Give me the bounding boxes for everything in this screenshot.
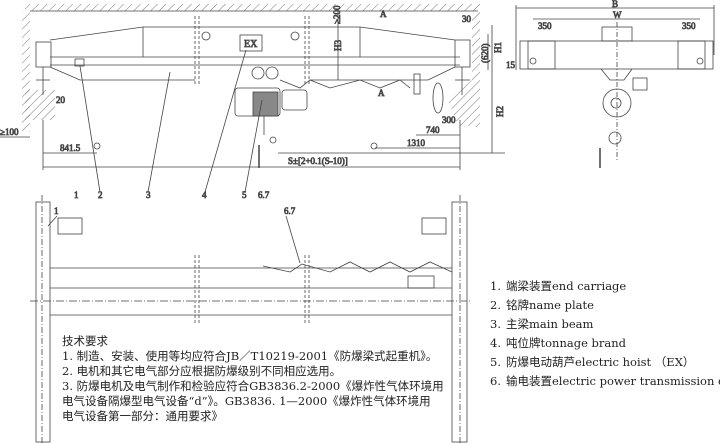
legend-num: 1. <box>490 279 501 293</box>
legend-num: 6. <box>490 374 501 388</box>
side-view <box>515 5 715 168</box>
section-a-top: A <box>380 9 387 19</box>
legend-num: 2. <box>490 298 501 312</box>
legend-label: 防爆电动葫芦electric hoist （EX） <box>506 355 695 369</box>
hook-left <box>93 142 101 150</box>
parts-legend: 1. 端梁装置end carriage 2. 铭牌name plate 3. 主梁ma… <box>490 277 720 391</box>
travel-motor-right <box>421 217 447 235</box>
end-carriage-left <box>35 41 52 68</box>
tonnage-brand <box>239 34 263 52</box>
legend-item: 2. 铭牌name plate <box>490 296 720 315</box>
dim-h3: H3 <box>333 40 343 51</box>
legend-num: 5. <box>490 355 501 369</box>
power-cable-festoon <box>279 79 411 89</box>
conductor-collector <box>413 73 444 114</box>
hook-right <box>370 142 378 150</box>
right-wall-hatch <box>472 12 480 127</box>
dim-15: 15 <box>506 60 516 70</box>
travel-motor-left <box>57 217 83 235</box>
technical-requirements: 技术要求 1. 制造、安装、使用等均应符合JB／T10219-2001《防爆梁式… <box>62 334 444 424</box>
callout-4: 4 <box>202 190 207 200</box>
plan-view <box>30 195 472 444</box>
ceiling-hatch <box>25 4 480 11</box>
tech-line: 3. 防爆电机及电气制作和检验应符合GB3836.2-2000《爆炸性气体环境用 <box>62 379 444 393</box>
callout-1: 1 <box>74 190 79 200</box>
lug-left <box>201 31 211 41</box>
dim-100: ≥100 <box>0 127 19 137</box>
left-rail-support-hatch <box>25 90 55 120</box>
tech-line: 2. 电机和其它电气部分应根据防爆级别不同相应选用。 <box>62 364 342 378</box>
electric-hoist <box>234 66 308 168</box>
dim-w: W <box>613 10 622 20</box>
legend-label: 输电装置electric power transmission device <box>506 374 720 388</box>
tech-line: 电气设备隔爆型电气设备“d”》。GB3836. 1—2000《爆炸性气体环境用 <box>62 394 431 408</box>
right-rail-support-hatch <box>448 80 472 126</box>
legend-item: 1. 端梁装置end carriage <box>490 277 720 296</box>
dim-740: 740 <box>426 125 440 135</box>
tech-title: 技术要求 <box>62 334 108 348</box>
front-elevation: EX <box>0 4 505 200</box>
tech-line: 1. 制造、安装、使用等均应符合JB／T10219-2001《防爆梁式起重机》。 <box>62 349 438 363</box>
section-a-bottom: A <box>378 88 385 98</box>
legend-item: 5. 防爆电动葫芦electric hoist （EX） <box>490 353 720 372</box>
legend-item: 6. 输电装置electric power transmission device <box>490 372 720 391</box>
legend-label: 铭牌name plate <box>506 298 594 312</box>
legend-item: 4. 吨位牌tonnage brand <box>490 334 720 353</box>
dim-span: S±[2+0.1(S-10)] <box>288 156 348 166</box>
callout-2: 2 <box>98 190 103 200</box>
callout-6-7: 6.7 <box>258 190 270 200</box>
plan-festoon <box>262 261 453 273</box>
dim-841-5: 841.5 <box>60 143 81 153</box>
dim-350-left: 350 <box>538 21 552 31</box>
tonnage-brand-text: EX <box>244 39 258 50</box>
left-wall-hatch <box>22 12 30 132</box>
legend-item: 3. 主梁main beam <box>490 315 720 334</box>
callout-5: 5 <box>242 190 247 200</box>
tech-line: 电气设备第一部分：通用要求》 <box>62 409 223 423</box>
plan-callout-6-7: 6.7 <box>284 206 296 216</box>
legend-label: 主梁main beam <box>506 317 594 331</box>
dim-30: 30 <box>462 14 472 24</box>
dimensions <box>0 10 505 170</box>
name-plate <box>74 58 85 67</box>
plan-end-carriage-left <box>35 201 51 443</box>
plan-end-carriage-right <box>451 201 468 443</box>
lug-right <box>290 31 300 41</box>
callout-leaders <box>79 49 263 193</box>
callout-3: 3 <box>146 190 151 200</box>
legend-num: 3. <box>490 317 501 331</box>
dim-1310: 1310 <box>407 138 426 148</box>
dim-20: 20 <box>56 95 66 105</box>
legend-label: 端梁装置end carriage <box>506 279 627 293</box>
dim-300: 300 <box>442 115 456 125</box>
dim-h2: H2 <box>495 106 505 117</box>
main-beam <box>49 16 460 89</box>
dim-620: (620) <box>480 44 490 64</box>
dim-b: B <box>612 0 618 9</box>
dim-350-right: 350 <box>682 21 696 31</box>
dim-200: ≥200 <box>332 5 342 24</box>
plan-callout-1: 1 <box>54 206 59 216</box>
legend-label: 吨位牌tonnage brand <box>506 336 627 350</box>
end-carriage-right <box>454 39 471 68</box>
legend-num: 4. <box>490 336 501 350</box>
dim-h1: H1 <box>493 42 503 53</box>
